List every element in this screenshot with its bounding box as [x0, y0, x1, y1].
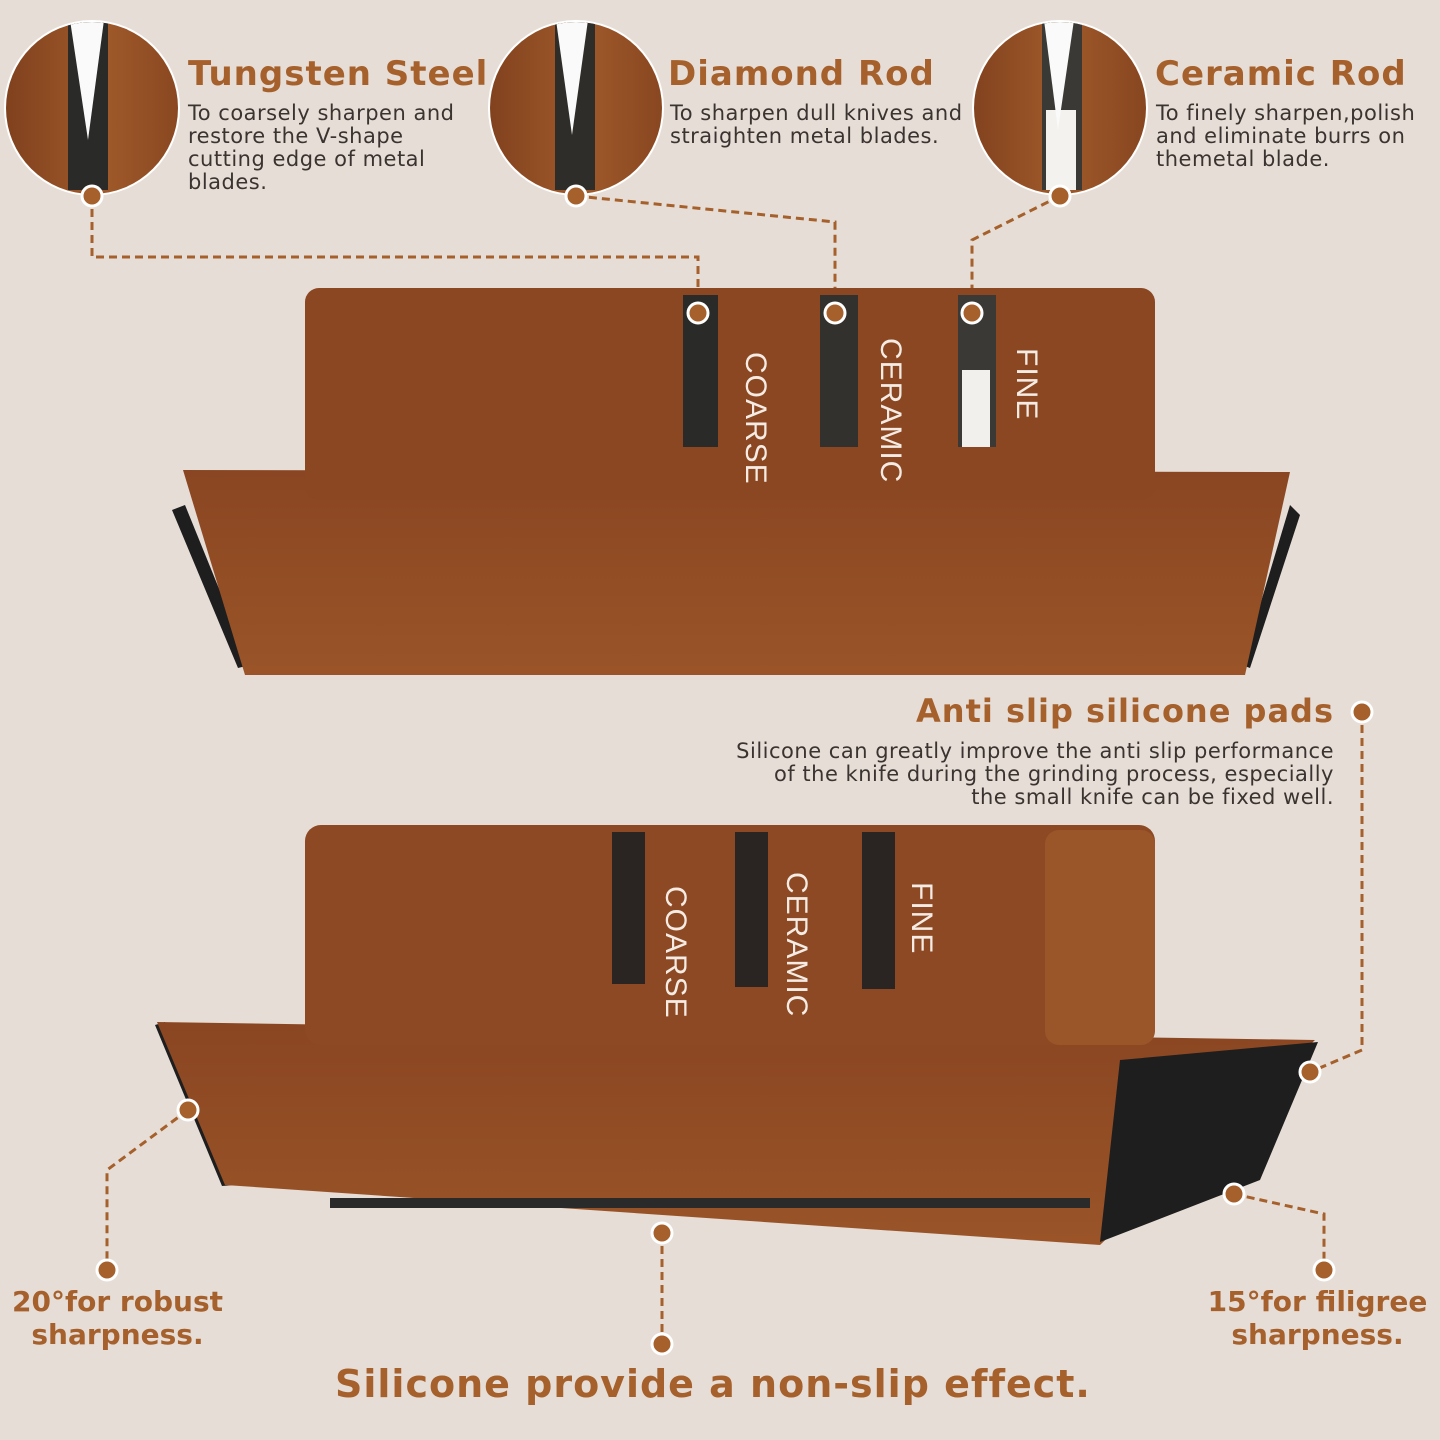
top-coarse-label: COARSE	[739, 352, 772, 485]
leader-lines	[90, 194, 1364, 1344]
diamond-detail-circle	[488, 20, 664, 196]
silicone-pad	[1100, 1042, 1318, 1242]
top-ceramic-label: CERAMIC	[874, 338, 907, 484]
diamond-rod-description: To sharpen dull knives and straighten me…	[670, 101, 963, 148]
bottom-ceramic-label: CERAMIC	[780, 872, 813, 1018]
bottom-fine-label: FINE	[905, 882, 938, 955]
callout-dots	[80, 184, 1374, 1356]
tungsten-detail-circle	[4, 20, 180, 196]
anti-slip-description: Silicone can greatly improve the anti sl…	[736, 739, 1334, 809]
ceramic-rod-description: To finely sharpen,polish and eliminate b…	[1156, 101, 1416, 171]
top-fine-label: FINE	[1010, 348, 1043, 421]
anti-slip-title: Anti slip silicone pads	[916, 692, 1334, 730]
ceramic-rod-title: Ceramic Rod	[1155, 54, 1407, 94]
bottom-coarse-label: COARSE	[659, 886, 692, 1019]
diamond-rod-title: Diamond Rod	[668, 54, 935, 94]
angle-15-callout: 15°for filigree sharpness.	[1207, 1285, 1428, 1351]
sharpener-top-view	[172, 288, 1300, 675]
tungsten-steel-title: Tungsten Steel	[188, 54, 489, 94]
silicone-caption: Silicone provide a non-slip effect.	[335, 1362, 1091, 1406]
ceramic-detail-circle	[972, 20, 1148, 196]
tungsten-steel-description: To coarsely sharpen and restore the V-sh…	[188, 101, 455, 194]
angle-20-callout: 20°for robust sharpness.	[11, 1285, 223, 1351]
sharpener-angled-view	[155, 825, 1318, 1245]
